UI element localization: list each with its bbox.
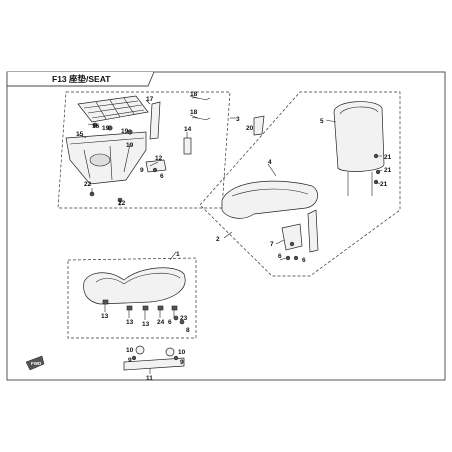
callout-13b: 13 xyxy=(126,319,134,326)
callout-8: 8 xyxy=(186,327,190,334)
callout-24: 24 xyxy=(157,319,165,326)
callout-19b: 19 xyxy=(121,128,129,135)
callout-18a: 18 xyxy=(190,91,198,98)
title-tab xyxy=(6,71,155,87)
callout-10a: 10 xyxy=(126,347,134,354)
callout-19a: 19 xyxy=(102,125,110,132)
callout-13c: 13 xyxy=(142,321,150,328)
callout-6b: 6 xyxy=(278,253,282,260)
callout-9c: 9 xyxy=(180,359,184,366)
callout-6a: 6 xyxy=(160,173,164,180)
callout-22a: 22 xyxy=(84,181,92,188)
callout-15: 15 xyxy=(76,131,84,138)
callout-12: 12 xyxy=(155,155,163,162)
callout-18b: 18 xyxy=(190,109,198,116)
callouts: 16 19 19 19 15 17 18 18 14 3 12 9 6 22 2… xyxy=(76,91,392,382)
strap xyxy=(149,101,161,140)
callout-22b: 22 xyxy=(118,200,126,207)
callout-10b: 10 xyxy=(178,349,186,356)
main-seat xyxy=(83,267,186,305)
callout-9: 9 xyxy=(140,167,144,174)
callout-5: 5 xyxy=(320,118,324,125)
callout-11: 11 xyxy=(146,375,153,382)
passenger-seat xyxy=(221,180,319,219)
callout-17: 17 xyxy=(146,96,154,103)
backrest xyxy=(333,101,385,196)
group-box-backrest xyxy=(199,91,401,277)
callout-21c: 21 xyxy=(380,181,388,188)
callout-3: 3 xyxy=(236,116,240,123)
callout-16: 16 xyxy=(92,123,100,130)
callout-7: 7 xyxy=(270,241,274,248)
callout-21a: 21 xyxy=(384,154,392,161)
rear-rack xyxy=(77,95,149,123)
callout-23: 23 xyxy=(180,315,188,322)
storage-box xyxy=(65,131,147,185)
fwd-arrow: FWD xyxy=(25,355,45,371)
fwd-label: FWD xyxy=(31,361,42,366)
callout-4: 4 xyxy=(268,159,272,166)
callout-13a: 13 xyxy=(101,313,109,320)
group-box-main-seat xyxy=(67,257,197,339)
callout-14: 14 xyxy=(184,126,192,133)
callout-9b: 9 xyxy=(128,357,132,364)
callout-19c: 19 xyxy=(126,142,134,149)
diagram-title: F13 座垫/SEAT xyxy=(52,74,111,84)
seat-bracket xyxy=(123,345,185,371)
callout-20: 20 xyxy=(246,125,254,132)
callout-21b: 21 xyxy=(384,167,392,174)
callout-6d: 6 xyxy=(168,319,172,326)
callout-1: 1 xyxy=(176,251,180,258)
diagram-frame xyxy=(6,71,446,381)
callout-6c: 6 xyxy=(302,257,306,264)
callout-2: 2 xyxy=(216,236,220,243)
